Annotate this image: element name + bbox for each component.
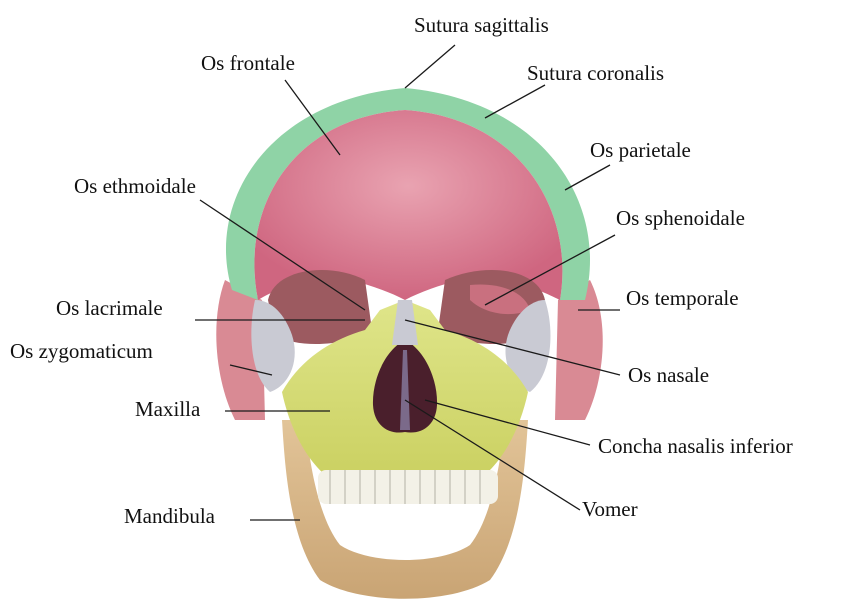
label-vomer: Vomer bbox=[582, 497, 638, 521]
label-os-nasale: Os nasale bbox=[628, 363, 709, 387]
label-mandibula: Mandibula bbox=[124, 504, 216, 528]
leader-os-parietale bbox=[565, 165, 610, 190]
label-os-ethmoidale: Os ethmoidale bbox=[74, 174, 196, 198]
label-maxilla: Maxilla bbox=[135, 397, 201, 421]
label-os-parietale: Os parietale bbox=[590, 138, 691, 162]
os-temporale-right bbox=[555, 280, 603, 420]
label-os-zygomaticum: Os zygomaticum bbox=[10, 339, 153, 363]
label-os-temporale: Os temporale bbox=[626, 286, 739, 310]
label-sutura-sagittalis: Sutura sagittalis bbox=[414, 13, 549, 37]
label-os-sphenoidale: Os sphenoidale bbox=[616, 206, 745, 230]
leader-sutura-coronalis bbox=[485, 85, 545, 118]
leader-sutura-sagittalis bbox=[405, 45, 455, 88]
label-os-frontale: Os frontale bbox=[201, 51, 295, 75]
label-concha-nasalis-inferior: Concha nasalis inferior bbox=[598, 434, 793, 458]
label-os-lacrimale: Os lacrimale bbox=[56, 296, 163, 320]
teeth bbox=[318, 470, 498, 504]
label-sutura-coronalis: Sutura coronalis bbox=[527, 61, 664, 85]
